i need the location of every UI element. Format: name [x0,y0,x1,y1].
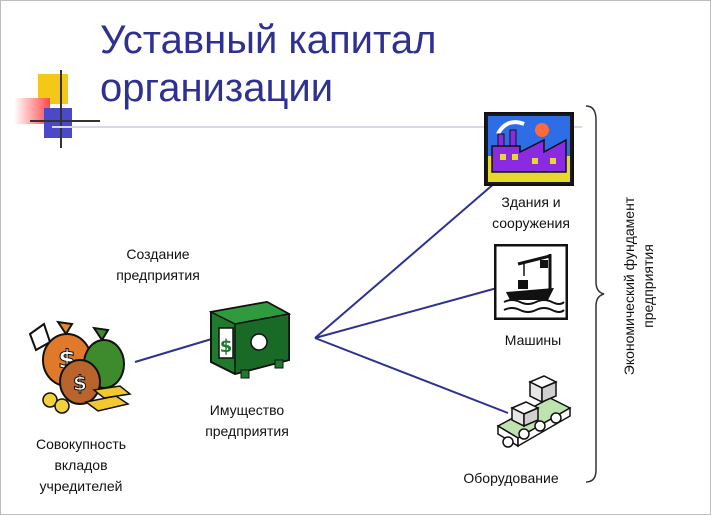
label-creation-line-2: предприятия [116,267,200,283]
money-bags-icon: $ $ [28,320,132,414]
title-line-2: организации [100,66,334,110]
label-equipment: Оборудование [452,468,570,489]
label-creation-line-1: Создание [126,246,190,262]
svg-text:$: $ [220,336,233,357]
foundation-brace [585,105,605,483]
decor-blue-square [44,108,72,138]
title-underline [52,126,582,128]
factory-icon [484,112,574,186]
title-line-1: Уставный капитал [100,18,437,62]
label-property: Имущество предприятия [192,400,302,442]
label-equipment-text: Оборудование [463,470,559,486]
label-founders-line-3: учредителей [39,478,123,494]
label-property-line-2: предприятия [205,423,289,439]
connector-property-to-buildings [314,169,511,339]
label-foundation: Экономический фундамент предприятия [617,186,661,386]
decor-horizontal-line [30,120,100,122]
connector-property-to-machines [314,284,509,339]
label-founders-line-2: вкладов [54,457,108,473]
label-creation: Создание предприятия [108,244,208,286]
label-property-line-1: Имущество [209,402,285,418]
ship-crane-icon [494,244,568,320]
label-foundation-line-1: Экономический фундамент [621,196,637,376]
label-machines-text: Машины [504,332,562,348]
svg-text:$: $ [73,371,87,395]
page-title: Уставный капитал организации [100,16,436,112]
label-machines: Машины [488,330,578,351]
decor-vertical-line [60,70,62,148]
label-foundation-line-2: предприятия [640,244,656,328]
label-buildings-line-2: сооружения [492,215,570,231]
label-founders-line-1: Совокупность [35,436,127,452]
conveyor-icon [496,375,572,448]
label-buildings-line-1: Здания и [501,194,561,210]
connector-property-to-equipment [314,337,509,414]
label-founders: Совокупность вкладов учредителей [22,434,140,497]
safe-icon: $ [208,300,292,379]
label-buildings: Здания и сооружения [476,192,586,234]
